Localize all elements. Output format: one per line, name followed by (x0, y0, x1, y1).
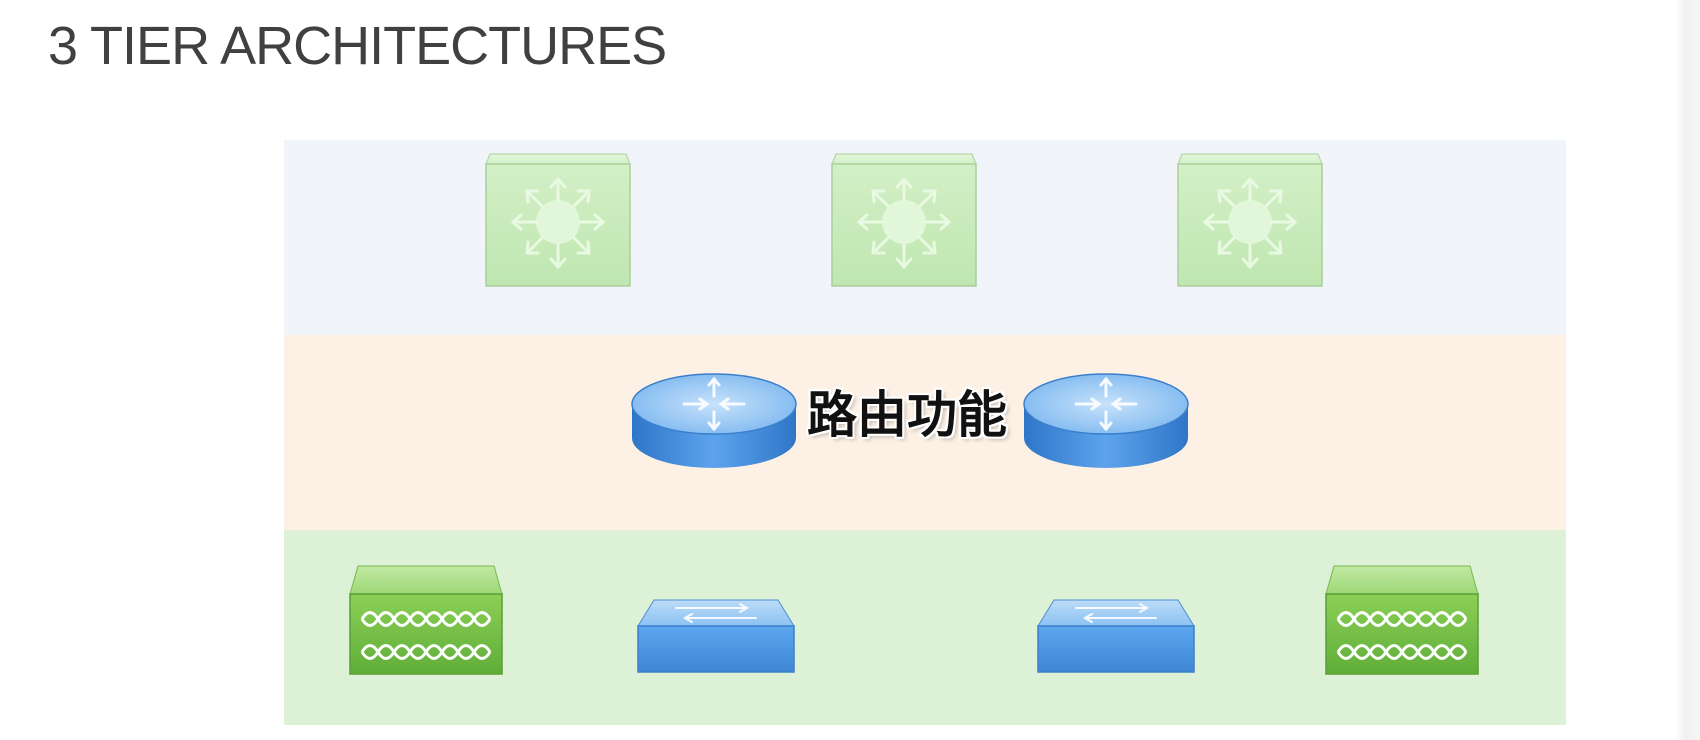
l3-switch-icon (484, 152, 632, 288)
window-edge (1676, 0, 1700, 740)
l3-switch-icon (1176, 152, 1324, 288)
distribution-tier-band (284, 335, 1566, 530)
router-icon (1022, 372, 1190, 472)
access-switch-icon (1036, 598, 1196, 674)
three-tier-diagram: 路由功能 (284, 140, 1566, 725)
atm-switch-icon (1324, 564, 1480, 676)
l3-switch-icon (830, 152, 978, 288)
routing-function-label: 路由功能 (807, 386, 1007, 444)
page-title: 3 TIER ARCHITECTURES (48, 16, 667, 76)
atm-switch-icon (348, 564, 504, 676)
router-icon (630, 372, 798, 472)
access-switch-icon (636, 598, 796, 674)
